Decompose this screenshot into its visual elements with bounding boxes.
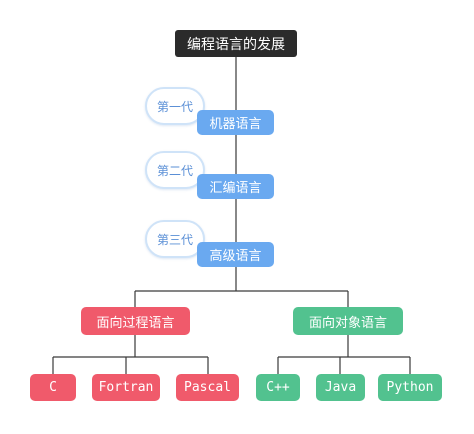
procedural-branch-node: 面向过程语言 [81, 307, 190, 335]
generation-badge-2: 第二代 [145, 151, 205, 189]
language-node-cpp: C++ [256, 374, 300, 401]
generation-badge-3: 第三代 [145, 220, 205, 258]
language-node-fortran: Fortran [92, 374, 160, 401]
language-node-java: Java [316, 374, 365, 401]
generation-node-2: 汇编语言 [197, 174, 274, 199]
language-node-python: Python [378, 374, 442, 401]
generation-badge-1: 第一代 [145, 87, 205, 125]
language-node-c: C [30, 374, 76, 401]
root-node: 编程语言的发展 [175, 30, 297, 57]
object-oriented-branch-node: 面向对象语言 [293, 307, 403, 335]
generation-node-3: 高级语言 [197, 242, 274, 267]
generation-node-1: 机器语言 [197, 110, 274, 135]
language-node-pascal: Pascal [176, 374, 239, 401]
